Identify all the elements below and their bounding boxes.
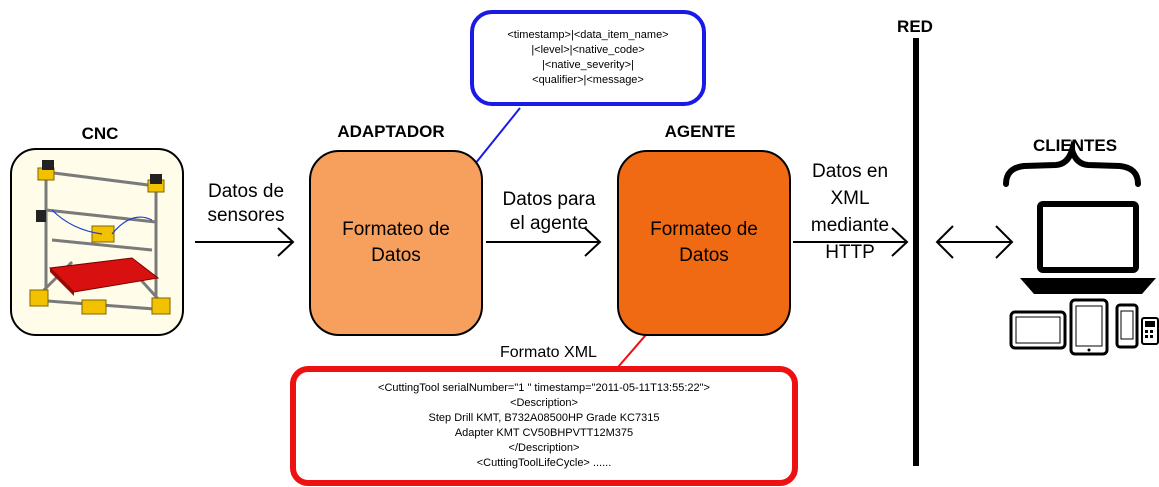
adaptador-label: ADAPTADOR <box>337 122 445 141</box>
agent-data-label: Datos para el agente <box>502 189 596 234</box>
adaptador-node-text: Formateo de <box>342 219 450 240</box>
clients-brace-icon <box>1003 139 1141 187</box>
red-label: RED <box>897 17 933 36</box>
arrow-xml-http <box>793 227 909 257</box>
cnc-machine <box>10 148 184 336</box>
xml-http-label: Datos en XML mediante HTTP <box>810 161 890 263</box>
agente-label: AGENTE <box>664 122 736 141</box>
xml-format-title: Formato XML <box>500 344 597 361</box>
tablet-icon <box>1009 310 1067 350</box>
arrow-bidirectional <box>935 225 1014 259</box>
clientes-label: CLIENTES <box>1032 136 1118 155</box>
3d-printer-icon <box>29 160 171 315</box>
phone-icon <box>1115 303 1139 349</box>
arrow-sensors <box>195 227 295 257</box>
laptop-icon <box>1020 201 1156 294</box>
arrow-agent <box>486 227 602 257</box>
agente-node: Formateo de Datos <box>617 150 791 336</box>
network-bar <box>913 38 919 466</box>
shdr-format-callout: <timestamp>|<data_item_name> |<level>|<n… <box>470 10 706 106</box>
cnc-label: CNC <box>81 124 119 143</box>
adaptador-node: Formateo de Datos <box>309 150 483 336</box>
tablet-portrait-icon <box>1069 298 1109 356</box>
xml-format-callout: <CuttingTool serialNumber="1 " timestamp… <box>290 366 798 486</box>
sensor-data-label: Datos de sensores <box>207 181 285 226</box>
calculator-icon <box>1141 317 1159 345</box>
agente-node-text: Formateo de <box>650 219 758 240</box>
